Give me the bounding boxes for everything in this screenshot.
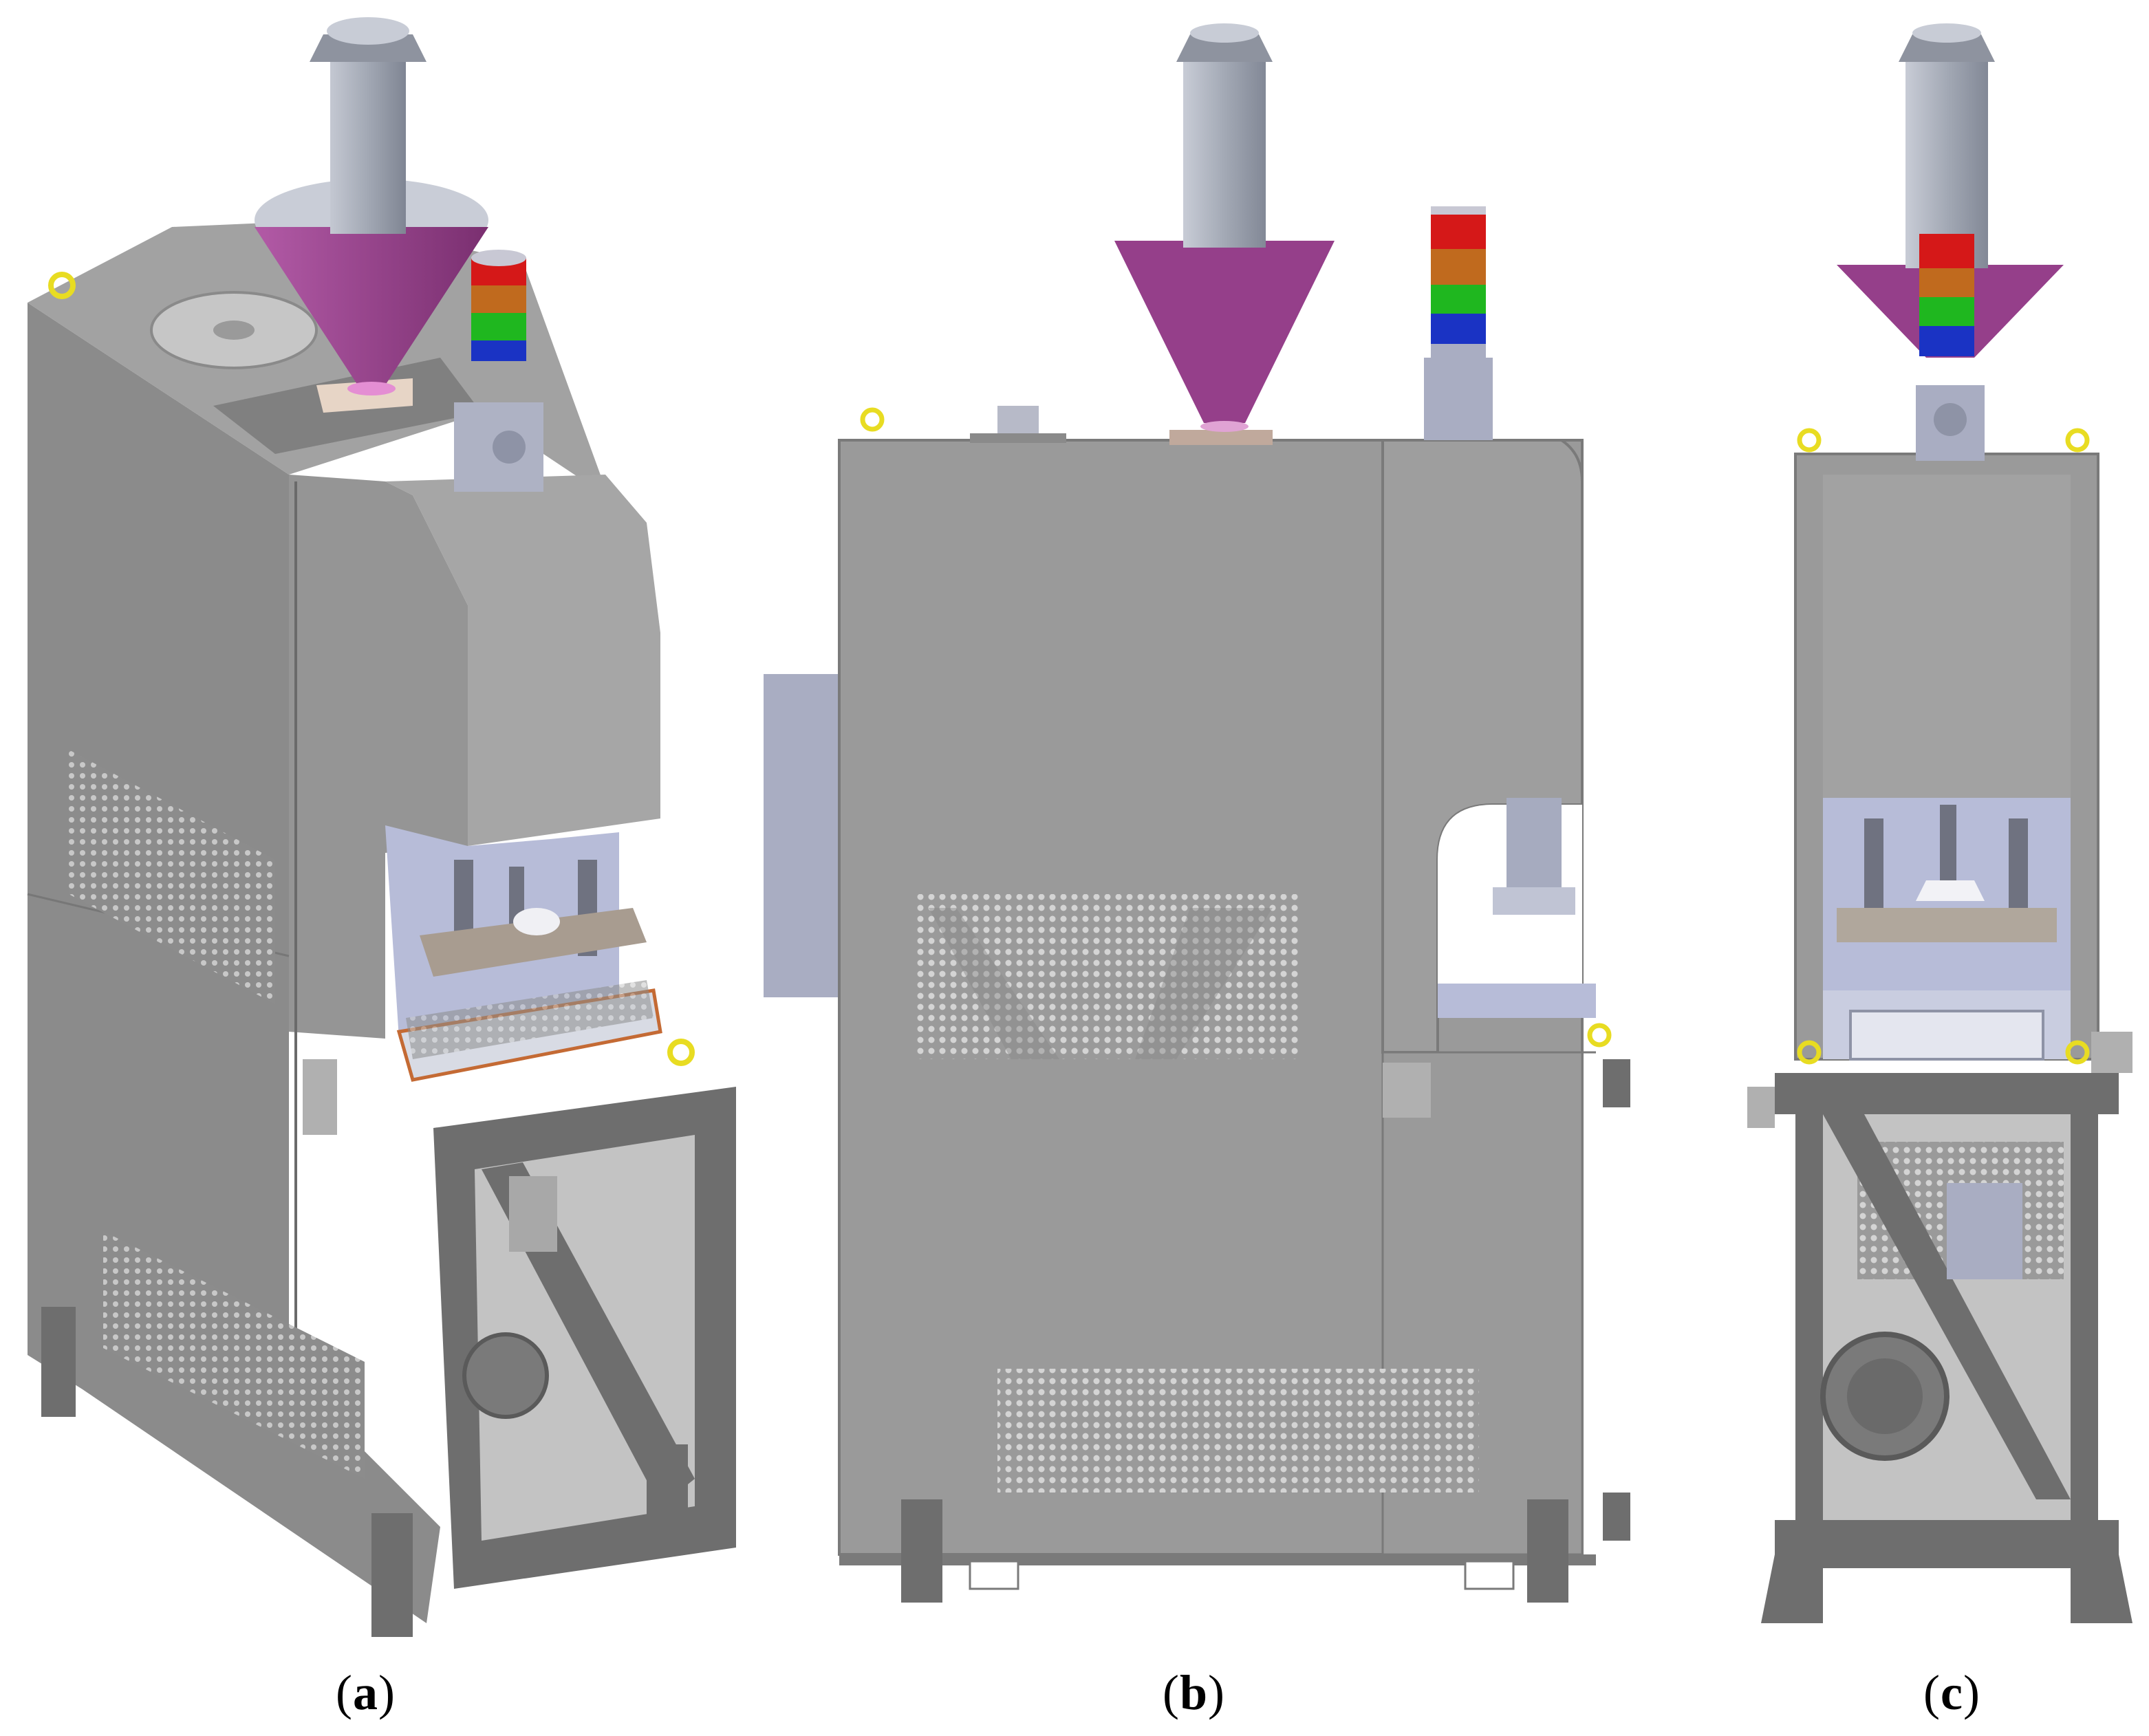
foot-pad (969, 1560, 1019, 1590)
base-rail (839, 1554, 1596, 1565)
lifting-eye (1797, 428, 1822, 453)
view-front (1747, 0, 2149, 1637)
frame-brace (1823, 1114, 2071, 1499)
foot-pad (1464, 1560, 1515, 1590)
stack-light (1916, 234, 1985, 461)
lifting-eye (2065, 1040, 2090, 1065)
hopper-pipe (330, 62, 406, 234)
vent-upper (69, 750, 275, 1004)
lifting-eye (667, 1039, 695, 1066)
hopper-cone (1114, 241, 1335, 423)
motor (462, 1332, 549, 1419)
vent-lower (997, 1369, 1479, 1493)
lifting-eye (1587, 1023, 1612, 1048)
lifting-eye (860, 407, 885, 432)
foot (901, 1499, 942, 1603)
punch-plate (420, 908, 647, 977)
foot (647, 1444, 688, 1527)
stack-light (454, 250, 543, 492)
lifting-eye (48, 272, 76, 299)
lifting-eye (2065, 428, 2090, 453)
guide-column (1864, 818, 1883, 922)
foot (1761, 1554, 1823, 1623)
hopper-cone (255, 227, 488, 385)
lifting-eye (1797, 1040, 1822, 1065)
view-isometric (0, 0, 757, 1637)
vent-upper (915, 894, 1300, 1059)
foot (2071, 1554, 2132, 1623)
isometric-machine-drawing (27, 17, 736, 1637)
lower-frame (1775, 1073, 2119, 1114)
view-side (750, 0, 1672, 1637)
press-head (1823, 475, 2071, 798)
punch-plate (1837, 908, 2057, 942)
foot (1527, 1499, 1568, 1603)
side-connector (1383, 1063, 1431, 1118)
guide-column (2009, 818, 2028, 922)
caption-a: (a) (336, 1665, 396, 1720)
press-head-side (289, 475, 468, 1039)
electrical-box (764, 674, 846, 997)
side-connector (303, 1059, 337, 1135)
front-machine-drawing (1747, 23, 2132, 1623)
stack-light (1424, 206, 1493, 440)
vent-lower (103, 1231, 365, 1479)
hopper-pipe (1183, 62, 1266, 248)
foot (41, 1307, 76, 1417)
press-head (385, 475, 660, 846)
side-machine-drawing (764, 23, 1630, 1603)
caption-c: (c) (1923, 1665, 1980, 1720)
caption-b: (b) (1163, 1665, 1226, 1720)
side-connector (1747, 1087, 1775, 1128)
hopper-base-plate (1169, 430, 1273, 445)
foot (371, 1513, 413, 1637)
side-connector (2091, 1032, 2132, 1073)
